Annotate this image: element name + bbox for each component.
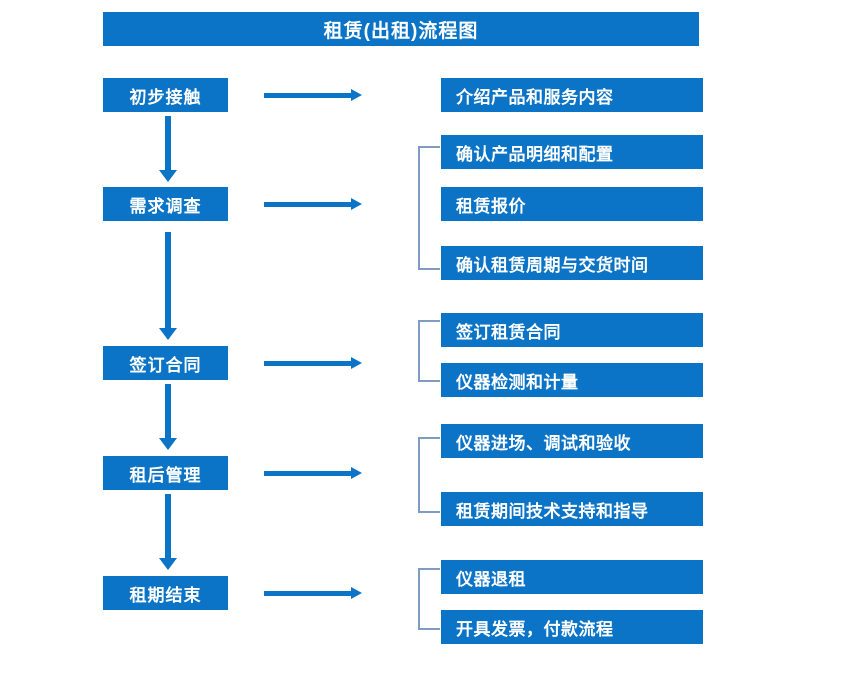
vertical-arrow-postrent-to-end xyxy=(159,494,177,570)
detail-box-technical-support[interactable]: 租赁期间技术支持和指导 xyxy=(441,492,703,526)
arrow-head xyxy=(351,587,362,599)
stage-box-post-rent-manage[interactable]: 租后管理 xyxy=(103,456,228,490)
detail-box-instrument-return[interactable]: 仪器退租 xyxy=(441,560,703,594)
stage-box-rental-end[interactable]: 租期结束 xyxy=(103,576,228,610)
diagram-title: 租赁(出租)流程图 xyxy=(103,12,699,46)
detail-box-confirm-spec[interactable]: 确认产品明细和配置 xyxy=(441,135,703,169)
arrow-head xyxy=(351,467,362,479)
arrow-head xyxy=(351,89,362,101)
vertical-arrow-survey-to-contract xyxy=(159,232,177,340)
arrow-shaft xyxy=(264,361,352,366)
arrow-shaft xyxy=(165,494,171,558)
arrow-shaft xyxy=(264,591,352,596)
vertical-arrow-contact-to-survey xyxy=(159,116,177,182)
group-bracket-demand-survey xyxy=(418,146,440,270)
horizontal-arrow-initial-contact xyxy=(264,88,362,102)
horizontal-arrow-rental-end xyxy=(264,586,362,600)
stage-box-sign-contract[interactable]: 签订合同 xyxy=(103,346,228,380)
detail-box-instrument-delivery[interactable]: 仪器进场、调试和验收 xyxy=(441,424,703,458)
horizontal-arrow-demand-survey xyxy=(264,197,362,211)
arrow-head xyxy=(159,438,177,450)
group-bracket-rental-end xyxy=(418,568,440,630)
arrow-shaft xyxy=(165,384,171,438)
detail-box-sign-rental-contract[interactable]: 签订租赁合同 xyxy=(441,313,703,347)
arrow-shaft xyxy=(165,116,171,170)
detail-box-introduce-products[interactable]: 介绍产品和服务内容 xyxy=(441,78,703,112)
arrow-head xyxy=(159,328,177,340)
arrow-shaft xyxy=(165,232,171,328)
stage-box-initial-contact[interactable]: 初步接触 xyxy=(103,78,228,112)
vertical-arrow-contract-to-postrent xyxy=(159,384,177,450)
arrow-head xyxy=(351,357,362,369)
arrow-shaft xyxy=(264,93,352,98)
detail-box-instrument-testing[interactable]: 仪器检测和计量 xyxy=(441,363,703,397)
arrow-shaft xyxy=(264,202,352,207)
detail-box-confirm-period[interactable]: 确认租赁周期与交货时间 xyxy=(441,246,703,280)
arrow-shaft xyxy=(264,471,352,476)
group-bracket-sign-contract xyxy=(418,320,440,382)
horizontal-arrow-sign-contract xyxy=(264,356,362,370)
horizontal-arrow-post-rent-manage xyxy=(264,466,362,480)
detail-box-rental-quotation[interactable]: 租赁报价 xyxy=(441,187,703,221)
arrow-head xyxy=(159,558,177,570)
stage-box-demand-survey[interactable]: 需求调查 xyxy=(103,187,228,221)
group-bracket-post-rent-manage xyxy=(418,437,440,513)
arrow-head xyxy=(159,170,177,182)
arrow-head xyxy=(351,198,362,210)
detail-box-invoice-payment[interactable]: 开具发票，付款流程 xyxy=(441,610,703,644)
